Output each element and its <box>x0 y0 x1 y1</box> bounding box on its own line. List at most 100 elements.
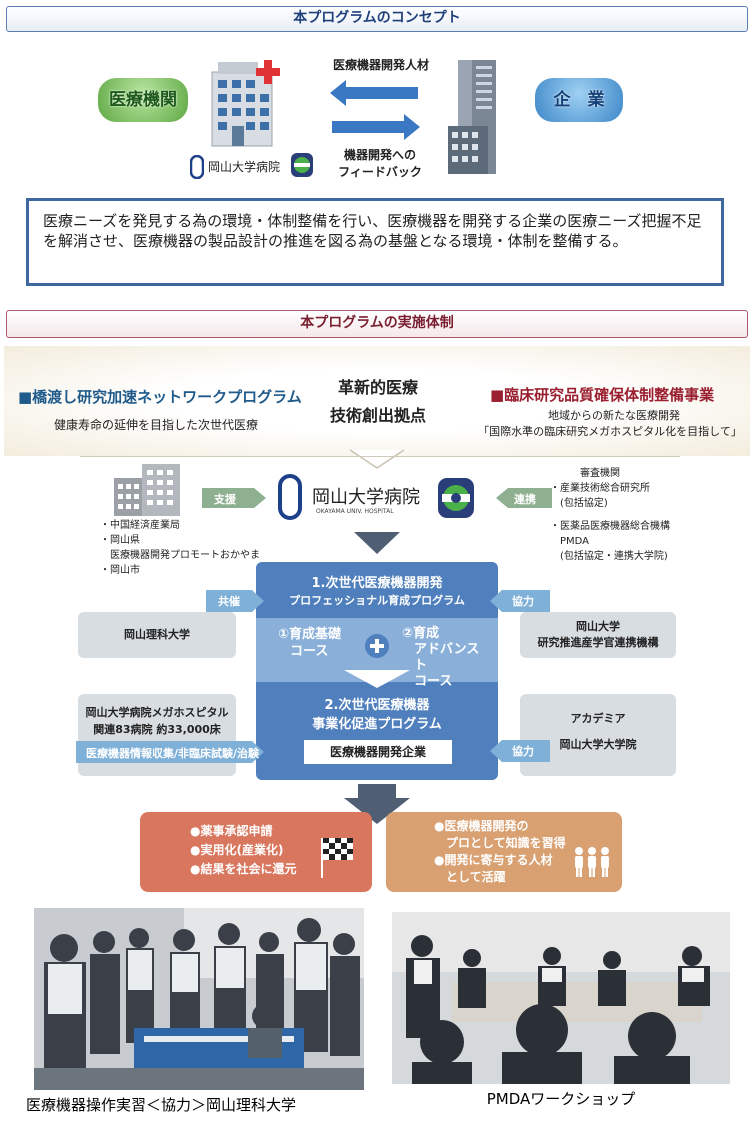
course2-line2: アドバンスト <box>414 642 480 673</box>
review-item: ・医薬品医療機器総合機構 <box>550 521 670 532</box>
left-program-subtitle: 健康寿命の延伸を目指した次世代医療 <box>54 418 259 432</box>
okayama-univ-box: 岡山大学 研究推進産学官連携機構 <box>520 612 676 658</box>
academia-line2: 岡山大学大学院 <box>559 738 637 751</box>
center-title-2: 技術創出拠点 <box>329 406 426 425</box>
okayama-univ-line2: 研究推進産学官連携機構 <box>537 636 659 649</box>
course1: ①育成基礎 コース <box>278 626 358 660</box>
top-arrow-label: 医療機器開発人材 <box>332 58 429 72</box>
outcome-left-item: ●実用化(産業化) <box>190 843 284 857</box>
cooperate-tag-text-1: 協力 <box>512 595 534 608</box>
center-mega-logo-icon <box>436 476 476 520</box>
government-list: ・中国経済産業局 ・岡山県 医療機器開発プロモートおかやま ・岡山市 <box>100 518 260 578</box>
course2-line1: ②育成 <box>402 626 440 641</box>
concept-title-bar: 本プログラムのコンセプト <box>6 6 748 32</box>
center-title-1: 革新的医療 <box>337 378 418 397</box>
course2: ②育成 アドバンスト コース <box>402 626 492 690</box>
mega-line1: 岡山大学病院メガホスピタル <box>85 706 229 719</box>
cooperate-arrow-tag-2: 協力 <box>490 738 550 764</box>
mega-line2: 関連83病院 約33,000床 <box>93 723 221 736</box>
mega-tag-text: 医療機器情報収集/非臨床試験/治験 <box>86 747 260 760</box>
support-arrow-tag: 支援 <box>202 486 266 510</box>
course-down-arrow-icon <box>344 670 410 690</box>
program2-line1: 2.次世代医療機器 <box>324 698 430 713</box>
link-tag-text: 連携 <box>514 493 536 506</box>
outcome-left-box: ●薬事承認申請 ●実用化(産業化) ●結果を社会に還元 <box>140 812 372 892</box>
mega-hospital-logo-icon <box>290 152 314 178</box>
outcome-right-item: プロとして知識を習得 <box>434 836 566 850</box>
gov-item: ・岡山市 <box>100 565 140 576</box>
outcome-down-arrow-icon <box>344 784 410 824</box>
concept-title: 本プログラムのコンセプト <box>293 10 461 26</box>
pmda-workshop-photo <box>392 912 730 1084</box>
system-title-bar: 本プログラムの実施体制 <box>6 310 748 338</box>
link-arrow-tag: 連携 <box>496 486 552 510</box>
right-arrow-icon <box>330 114 420 140</box>
company-label: 企 業 <box>535 78 623 122</box>
medical-institution-text: 医療機関 <box>109 90 177 110</box>
review-title: 審査機関 <box>580 468 620 479</box>
company-box: 医療機器開発企業 <box>304 740 452 764</box>
hospital-building-icon <box>208 58 292 148</box>
cooperate-tag-text-2: 協力 <box>512 745 534 758</box>
left-photo-caption: 医療機器操作実習＜協力＞岡山理科大学 <box>26 1096 297 1114</box>
program-banner-bg <box>4 346 750 456</box>
company-building-icon <box>446 56 506 176</box>
center-hospital-name-en: OKAYAMA UNIV. HOSPITAL <box>316 508 394 515</box>
medical-institution-label: 医療機関 <box>98 78 188 122</box>
course1-line1: ①育成基礎 <box>278 627 342 642</box>
academia-line1: アカデミア <box>570 712 626 725</box>
cosponsor-arrow-tag: 共催 <box>206 588 264 614</box>
review-list: 審査機関 ・産業技術総合研究所 (包括協定) ・医薬品医療機器総合機構 PMDA… <box>550 466 750 564</box>
review-item: PMDA <box>550 536 590 547</box>
center-hospital-name: 岡山大学病院 <box>312 487 420 508</box>
gov-item: ・岡山県 <box>100 535 140 546</box>
review-item: (包括協定・連携大学院) <box>550 551 668 562</box>
program1-line1: 1.次世代医療機器開発 <box>311 576 443 591</box>
mega-arrow-tag: 医療機器情報収集/非臨床試験/治験 <box>76 740 264 764</box>
rika-univ-box: 岡山理科大学 <box>78 612 236 658</box>
concept-description-box: 医療ニーズを発見する為の環境・体制整備を行い、医療機器を開発する企業の医療ニーズ… <box>26 198 724 286</box>
cooperate-arrow-tag-1: 協力 <box>490 588 550 614</box>
okayama-hospital-logo: 岡山大学病院 <box>190 154 290 180</box>
outcome-right-item: として活躍 <box>434 870 506 884</box>
people-icon <box>572 846 612 878</box>
company-text: 企 業 <box>553 90 605 110</box>
government-building-icon <box>112 462 182 516</box>
bottom-arrow-label-1: 機器開発への <box>343 148 416 162</box>
banner-divider <box>80 456 680 457</box>
company-box-text: 医療機器開発企業 <box>329 745 426 759</box>
concept-description: 医療ニーズを発見する為の環境・体制整備を行い、医療機器を開発する企業の医療ニーズ… <box>43 212 702 250</box>
review-item: ・産業技術総合研究所 <box>550 483 650 494</box>
plus-icon <box>364 633 390 659</box>
course2-line3: コース <box>414 674 453 689</box>
right-photo-caption: PMDAワークショップ <box>486 1090 636 1108</box>
equipment-training-photo <box>34 908 364 1090</box>
program1-line2: プロフェッショナル育成プログラム <box>289 594 465 607</box>
program2-line2: 事業化促進プログラム <box>312 717 442 732</box>
outcome-right-item: ●開発に寄与する人材 <box>434 853 553 867</box>
outcome-right-item: ●医療機器開発の <box>434 819 529 833</box>
down-arrow-icon <box>354 532 400 556</box>
bottom-arrow-label-2: フィードバック <box>338 165 422 179</box>
outcome-left-item: ●結果を社会に還元 <box>190 862 297 876</box>
gov-item: 医療機器開発プロモートおかやま <box>100 550 260 561</box>
hospital-logo-text: 岡山大学病院 <box>208 160 281 174</box>
gov-item: ・中国経済産業局 <box>100 520 180 531</box>
support-tag-text: 支援 <box>214 493 236 506</box>
outcome-left-item: ●薬事承認申請 <box>190 824 273 838</box>
academia-box: アカデミア 岡山大学大学院 <box>520 694 676 776</box>
left-arrow-icon <box>330 80 420 106</box>
left-program-title: ■橋渡し研究加速ネットワークプログラム <box>18 388 302 406</box>
course1-line2: コース <box>290 644 329 659</box>
checkered-flag-icon <box>318 836 358 878</box>
right-program-subtitle-1: 地域からの新たな医療開発 <box>548 409 680 422</box>
cosponsor-tag-text: 共催 <box>218 595 240 608</box>
right-program-subtitle-2: 「国際水準の臨床研究メガホスピタル化を目指して」 <box>478 425 742 438</box>
system-title: 本プログラムの実施体制 <box>300 315 454 331</box>
center-hospital-logo: 岡山大学病院 OKAYAMA UNIV. HOSPITAL <box>278 474 478 522</box>
banner-chevron-icon <box>350 446 404 470</box>
rika-univ-text: 岡山理科大学 <box>124 628 190 641</box>
right-program-title: ■臨床研究品質確保体制整備事業 <box>490 386 715 404</box>
okayama-univ-line1: 岡山大学 <box>576 620 620 633</box>
review-item: (包括協定) <box>550 498 608 509</box>
